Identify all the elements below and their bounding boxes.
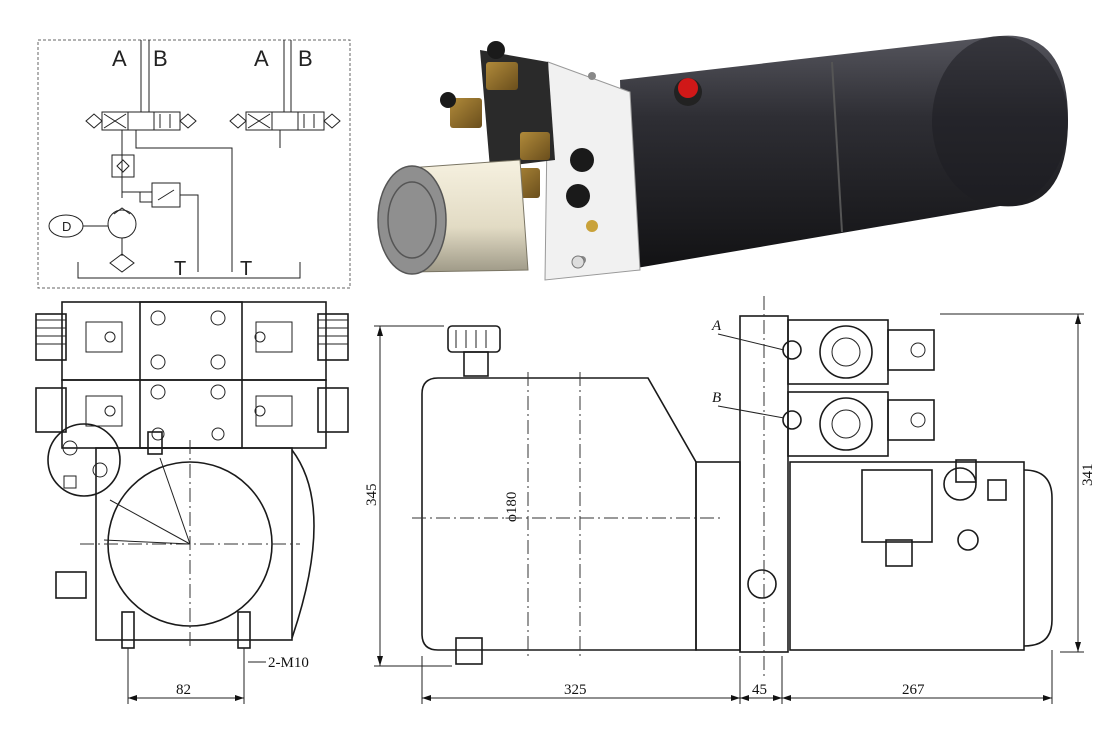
hydraulic-schematic: A B A B	[37, 39, 351, 289]
schematic-port-b-right: B	[298, 46, 313, 71]
schematic-port-a-right: A	[254, 46, 269, 71]
side-port-a-label: A	[711, 318, 722, 334]
solenoid-coil	[450, 98, 482, 128]
thread-label: 2-M10	[268, 655, 309, 671]
length-dimension-motor: 267	[902, 682, 925, 698]
tank-label-right: T	[240, 258, 252, 280]
check-valve	[111, 154, 135, 178]
directional-valve-right	[229, 111, 341, 131]
mounting-flange	[544, 61, 641, 281]
tank-outline	[421, 377, 697, 651]
filter-symbol	[109, 253, 135, 273]
tank-label-left: T	[174, 258, 186, 280]
length-dimension-tank: 325	[564, 682, 587, 698]
pump-unit-3d-render	[377, 35, 1068, 281]
height-dimension-right: 341	[1080, 464, 1096, 487]
solenoid-coil	[520, 132, 550, 160]
relief-valve	[122, 182, 199, 272]
length-dimension-block: 45	[752, 682, 767, 698]
side-view-drawing: ϕ180 A B	[364, 296, 1096, 704]
schematic-port-b-left: B	[153, 46, 168, 71]
directional-valve-left	[85, 111, 197, 131]
solenoid-coil	[486, 62, 518, 90]
front-view-drawing: 82 2-M10	[35, 301, 349, 704]
front-width-dimension: 82	[176, 682, 191, 698]
motor-outline	[789, 461, 1025, 651]
pump-symbol	[107, 209, 137, 239]
height-dimension-left: 345	[364, 484, 380, 507]
motor-label: D	[62, 219, 71, 234]
schematic-port-a-left: A	[112, 46, 127, 71]
tank-diameter-label: ϕ180	[504, 492, 520, 522]
side-port-b-label: B	[712, 390, 721, 406]
